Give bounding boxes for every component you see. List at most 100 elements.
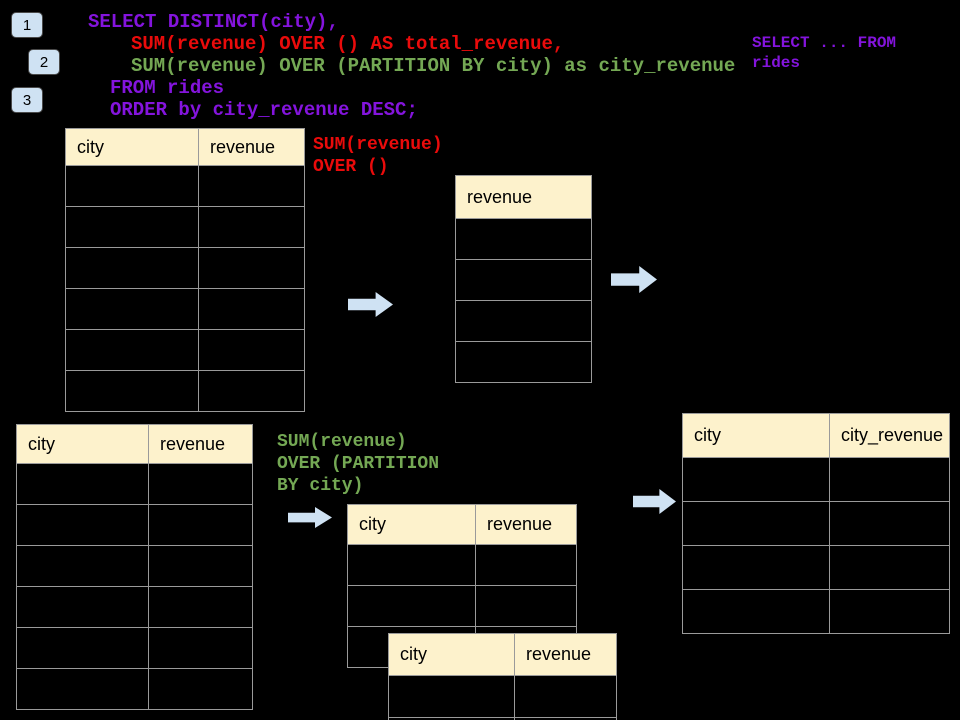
label-line: OVER (PARTITION [277, 454, 440, 474]
table-row [65, 206, 305, 248]
table-row [682, 457, 950, 502]
empty-cell [198, 247, 305, 289]
table-row [682, 589, 950, 634]
right-arrow-icon [611, 266, 657, 293]
table-row [455, 300, 592, 342]
table-row [682, 545, 950, 590]
label-line: rides [752, 54, 801, 72]
empty-cell [198, 329, 305, 371]
empty-cell [455, 300, 592, 342]
empty-cell [148, 463, 253, 505]
empty-cell [682, 501, 830, 546]
empty-cell [16, 668, 149, 710]
sql-code-line: ORDER by city_revenue DESC; [110, 99, 418, 121]
right-arrow-icon [348, 292, 393, 317]
column-header: revenue [514, 633, 617, 676]
empty-cell [829, 589, 950, 634]
empty-cell [148, 545, 253, 587]
label-line: SUM(revenue) [313, 135, 443, 155]
table-row [388, 675, 617, 718]
empty-cell [475, 544, 577, 586]
table-row [65, 247, 305, 289]
empty-cell [829, 545, 950, 590]
empty-cell [455, 259, 592, 301]
empty-cell [198, 206, 305, 248]
sql-from-note: SELECT ... FROM rides [752, 33, 896, 73]
empty-cell [198, 288, 305, 330]
empty-cell [455, 341, 592, 383]
empty-cell [347, 544, 476, 586]
label-line: SUM(revenue) [277, 432, 407, 452]
empty-cell [148, 586, 253, 628]
sql-code-line: SUM(revenue) OVER () AS total_revenue, [131, 33, 565, 55]
step-number: 1 [22, 16, 32, 34]
step-badge-3: 3 [11, 87, 43, 113]
column-header: city [65, 128, 199, 166]
table-row [455, 341, 592, 383]
right-arrow-icon [633, 489, 676, 514]
step-number: 3 [22, 91, 32, 109]
empty-cell [682, 545, 830, 590]
empty-cell [148, 504, 253, 546]
column-header: revenue [198, 128, 305, 166]
label-line: OVER () [313, 157, 389, 177]
table-row [16, 627, 253, 669]
sql-code-line: SUM(revenue) OVER (PARTITION BY city) as… [131, 55, 736, 77]
column-header: city [682, 413, 830, 458]
step-number: 2 [39, 53, 49, 71]
empty-cell [16, 463, 149, 505]
empty-cell [682, 589, 830, 634]
column-header: city_revenue [829, 413, 950, 458]
empty-cell [16, 627, 149, 669]
sql-code-line: SELECT DISTINCT(city), [88, 11, 339, 33]
right-arrow-icon [288, 507, 332, 528]
sql-code: SELECT DISTINCT(city),SUM(revenue) OVER … [88, 11, 735, 121]
empty-cell [347, 585, 476, 627]
total-revenue-table: revenue [455, 175, 592, 383]
label-line: BY city) [277, 476, 364, 496]
empty-cell [455, 218, 592, 260]
empty-cell [65, 247, 199, 289]
empty-cell [148, 668, 253, 710]
empty-cell [65, 165, 199, 207]
table-row [347, 585, 577, 627]
empty-cell [514, 717, 617, 720]
column-header: revenue [148, 424, 253, 464]
empty-cell [388, 675, 515, 718]
table-row [16, 586, 253, 628]
column-header: city [388, 633, 515, 676]
label-line: SELECT ... FROM [752, 34, 897, 52]
empty-cell [682, 457, 830, 502]
empty-cell [148, 627, 253, 669]
empty-cell [198, 370, 305, 412]
empty-cell [829, 501, 950, 546]
empty-cell [16, 586, 149, 628]
column-header: revenue [455, 175, 592, 219]
table-row [16, 545, 253, 587]
empty-cell [65, 329, 199, 371]
empty-cell [514, 675, 617, 718]
column-header: city [16, 424, 149, 464]
table-row [16, 668, 253, 710]
column-header: city [347, 504, 476, 545]
empty-cell [65, 288, 199, 330]
column-header: revenue [475, 504, 577, 545]
table-row [65, 329, 305, 371]
label-sum-over-all: SUM(revenue)OVER () [313, 134, 443, 178]
empty-cell [65, 370, 199, 412]
table-row [65, 370, 305, 412]
sql-code-line: FROM rides [110, 77, 225, 99]
empty-cell [198, 165, 305, 207]
table-row [347, 544, 577, 586]
step-badge-1: 1 [11, 12, 43, 38]
table-row [388, 717, 617, 720]
empty-cell [65, 206, 199, 248]
table-row [455, 218, 592, 260]
empty-cell [475, 585, 577, 627]
table-row [455, 259, 592, 301]
step-badge-2: 2 [28, 49, 60, 75]
